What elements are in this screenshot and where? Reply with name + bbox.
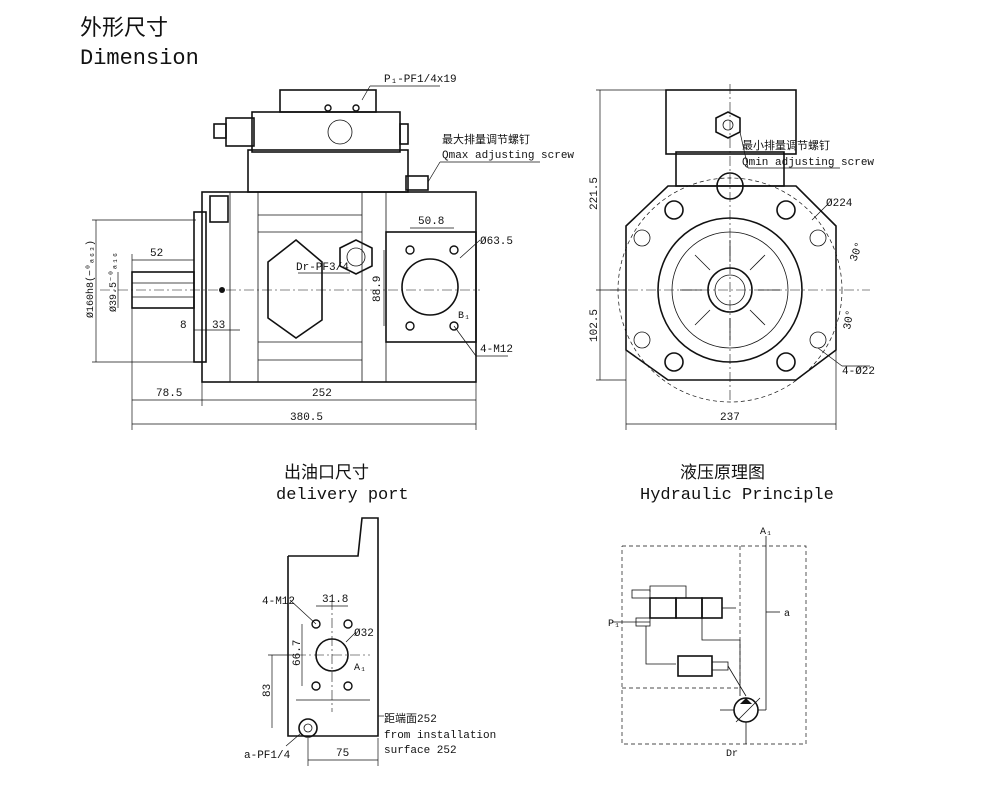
hydraulic-schematic: A₁ P₁ a Dr [608,527,807,760]
front-regulator [665,89,797,155]
regulator-side-cap [225,117,255,147]
dim-32: Ø32 [354,628,374,640]
port-a1-label: A₁ [354,663,366,674]
front-mount-hole [776,352,796,372]
qmin-label-chinese: 最小排量调节螺钉 [742,138,830,153]
hydraulic-principle-title-chinese: 液压原理图 [680,463,765,483]
install-label-english-1: from installation [384,730,496,742]
regulator-body [247,149,409,193]
drain-port-label: Dr-PF3/4 [296,262,349,274]
regulator-valve [251,111,401,153]
install-label-chinese: 距端面252 [384,712,437,726]
dim-75: 75 [336,748,349,760]
port-p1-label: P₁-PF1/4x19 [384,74,457,86]
dim-8: 8 [180,320,187,332]
dim-shaft-length: 52 [150,248,163,260]
delivery-bore [401,258,459,316]
schematic-a1-label: A₁ [760,527,772,538]
qmax-adjusting-screw [405,175,429,191]
delivery-port-view: 4-M12 31.8 Ø32 66.7 A₁ 83 距端面252 from in… [244,517,496,766]
drain-port-plate [267,238,323,339]
angle-30-lower: 30° [842,309,857,331]
dim-shaft-diameter: Ø39.5⁻⁰ₐ₁₆ [108,252,120,312]
drain-port-hex [339,239,373,275]
front-mount-hole [664,200,684,220]
dim-83: 83 [262,684,274,697]
hydraulic-principle-title-english: Hydraulic Principle [640,486,834,505]
a-port-label: a-PF1/4 [244,750,291,762]
schematic-dr-label: Dr [726,749,738,760]
dim-flange-diameter: Ø160h8(−⁰ₐ₆₃) [85,240,97,318]
dim-33: 33 [212,320,225,332]
front-view: 最小排量调节螺钉 Qmin adjusting screw 221.5 102.… [589,84,875,430]
dim-31-8: 31.8 [322,594,348,606]
schematic-a-label: a [784,609,790,620]
port-b1-label: B₁ [458,311,470,322]
front-holes-label: 4-Ø22 [842,366,875,378]
install-label-english-2: surface 252 [384,745,457,757]
angle-30-upper: 30° [848,241,866,264]
schematic-p1-label: P₁ [608,619,620,630]
mounting-flange [193,211,207,363]
front-flange-outline [625,185,837,381]
dim-224: Ø224 [826,198,853,210]
delivery-flange [385,231,477,343]
dim-380-5: 380.5 [290,412,323,424]
control-valve-block [649,597,677,619]
dim-78-5: 78.5 [156,388,182,400]
qmax-label-english: Qmax adjusting screw [442,150,574,162]
side-view: P₁-PF1/4x19 最大排量调节螺钉 Qmax adjusting scre… [85,74,574,430]
dim-63-5: Ø63.5 [480,236,513,248]
delivery-port-title-english: delivery port [276,486,409,505]
schematic-boundary [621,545,807,745]
dim-102-5: 102.5 [589,309,601,342]
dim-237: 237 [720,412,740,424]
front-mount-hole [664,352,684,372]
delivery-port-outline [287,517,379,737]
sheet-title-english: Dimension [80,46,199,71]
dim-66-7: 66.7 [292,640,304,666]
side-bolt-label: 4-M12 [480,344,513,356]
qmin-label-english: Qmin adjusting screw [742,157,874,169]
sheet-title-chinese: 外形尺寸 [80,16,169,41]
qmin-adjusting-screw [715,111,741,139]
dim-50-8: 50.8 [418,216,444,228]
delivery-port-title-chinese: 出油口尺寸 [284,463,369,483]
regulator-top [279,89,377,113]
delivery-bolt-label: 4-M12 [262,596,295,608]
qmax-label-chinese: 最大排量调节螺钉 [442,132,530,147]
dim-252: 252 [312,388,332,400]
a-port [298,718,318,738]
dim-221-5: 221.5 [589,177,601,210]
regulator-cylinder [677,655,713,677]
dim-88-9: 88.9 [372,276,384,302]
front-mount-hole [776,200,796,220]
